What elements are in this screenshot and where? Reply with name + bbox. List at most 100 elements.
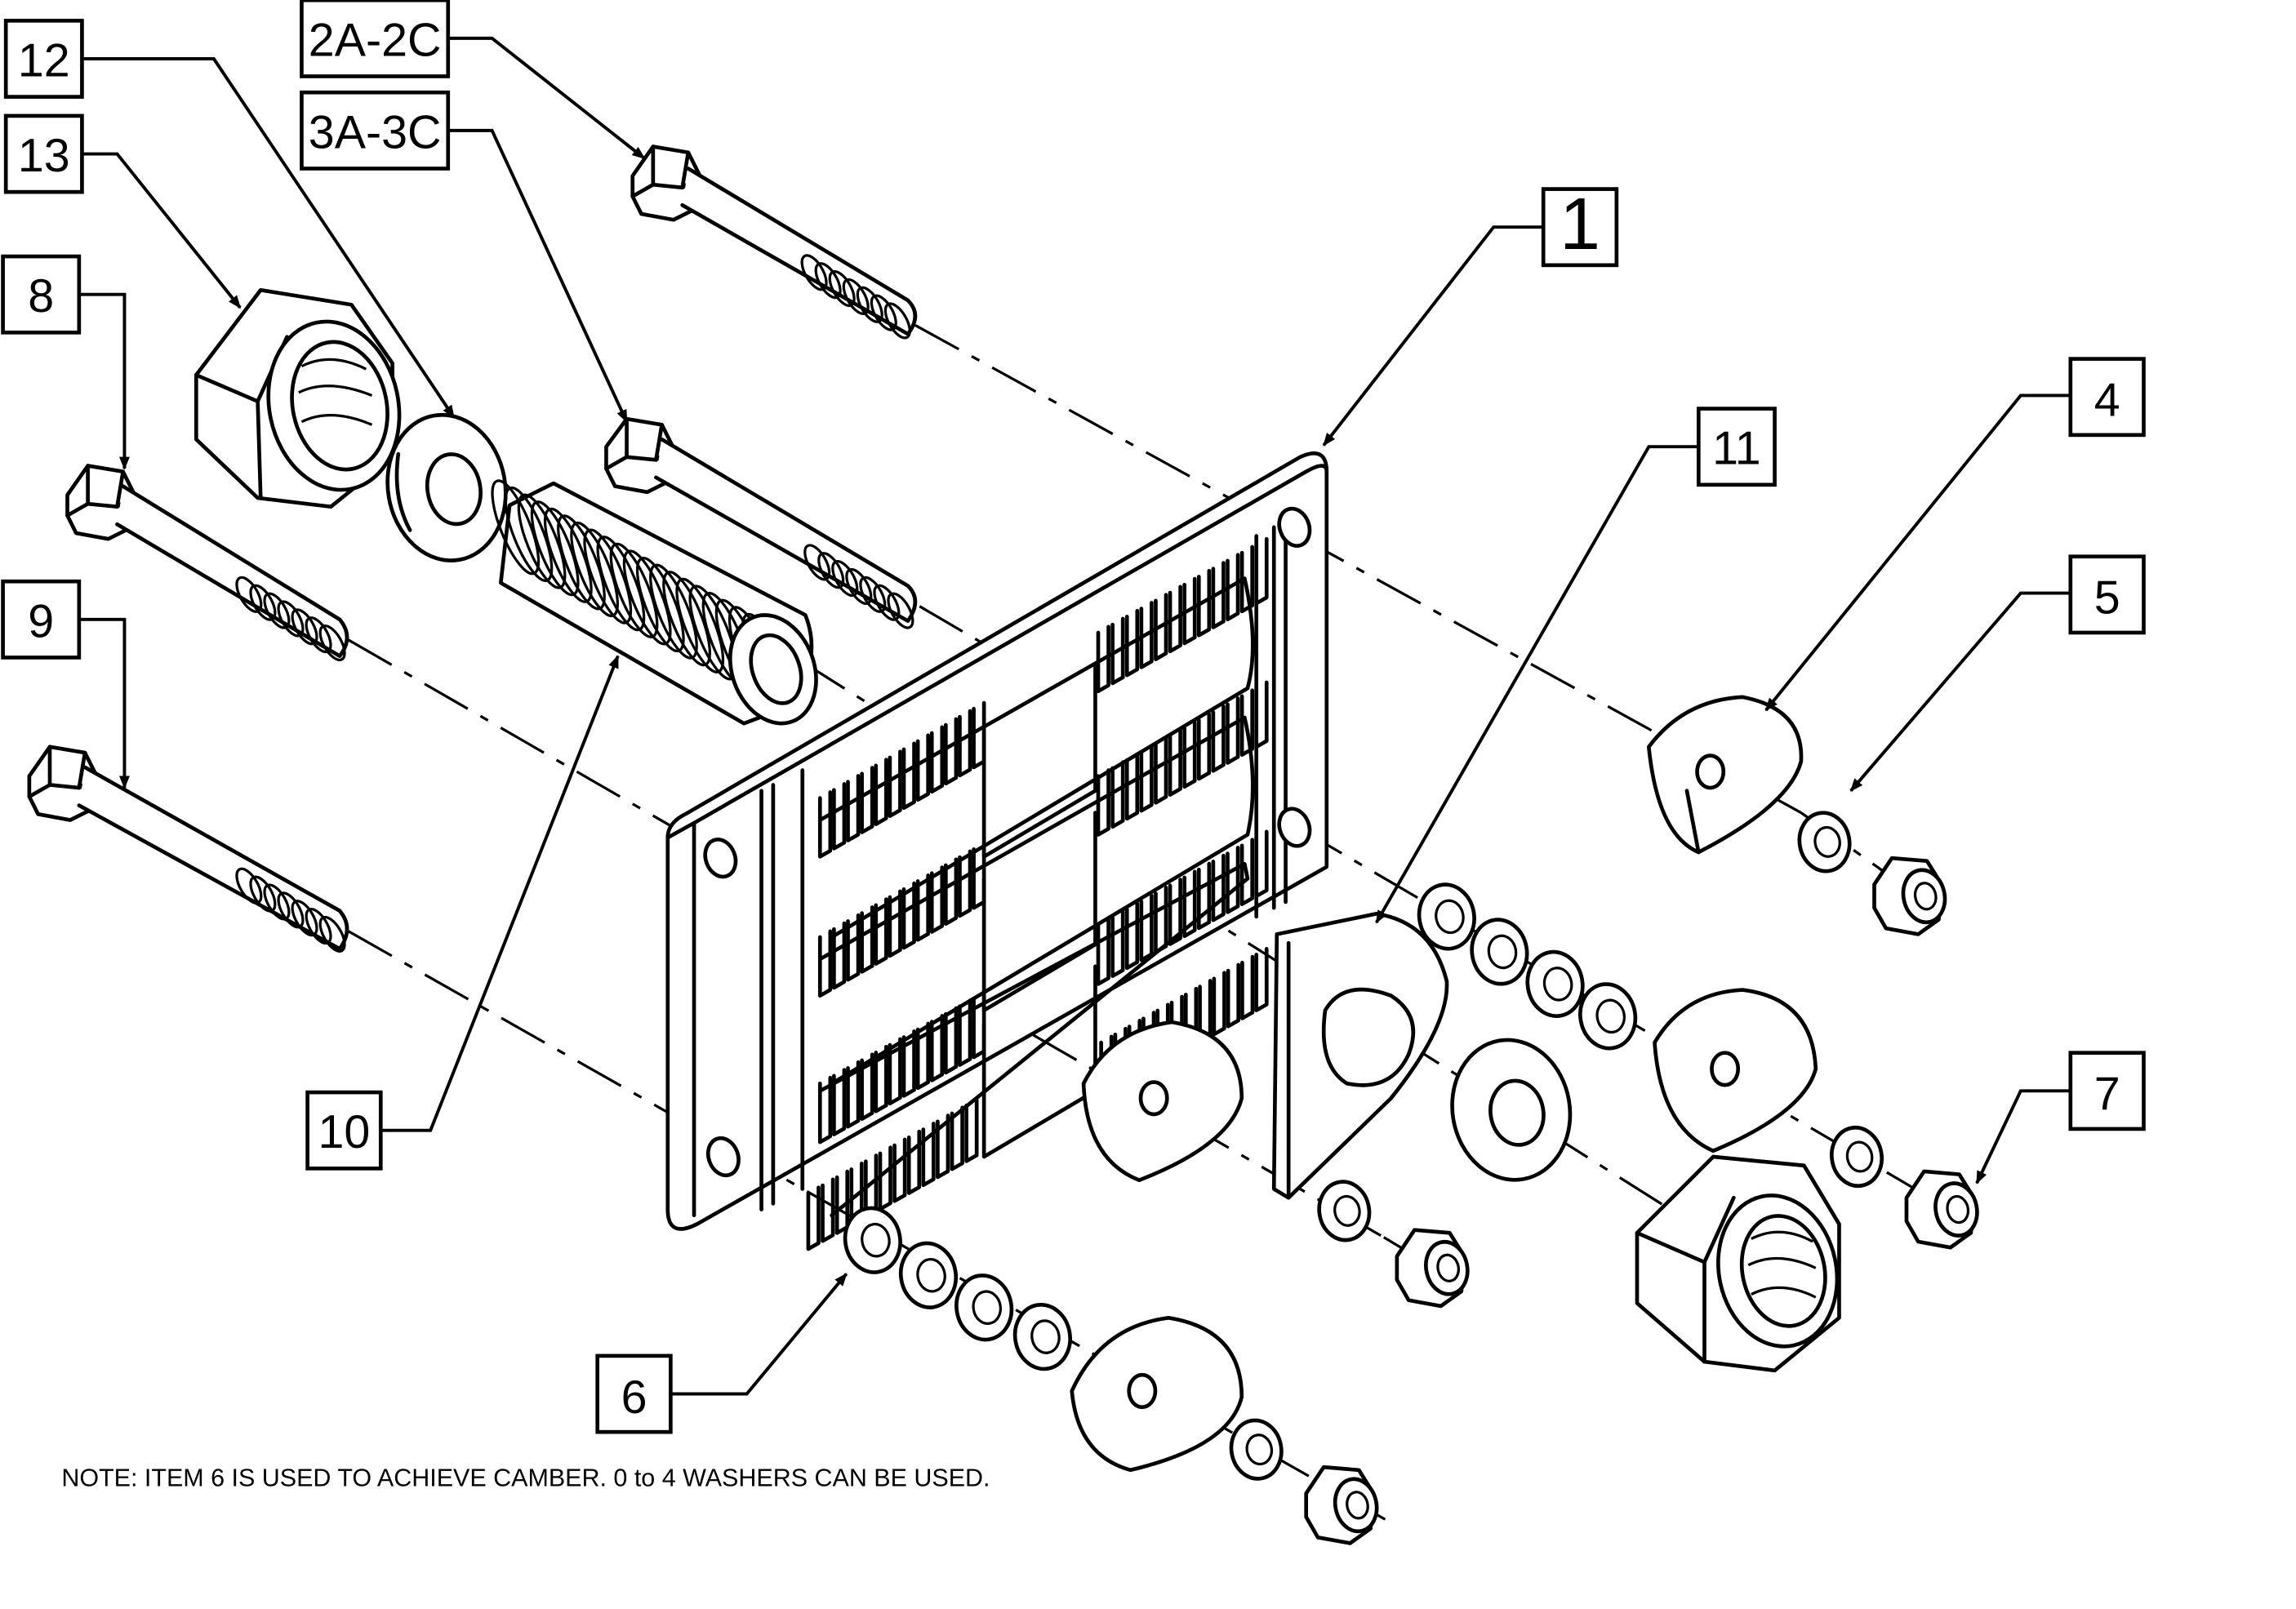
callout-13: 13 xyxy=(3,113,84,194)
serration-tooth xyxy=(846,913,861,982)
camber-cam-4 xyxy=(1647,695,1804,855)
serration-tooth xyxy=(1240,954,1255,1020)
callout-boxes: 1 2A-2C 3A-3C 4 5 6 7 8 xyxy=(1,0,2146,1434)
callout-7-label: 7 xyxy=(2094,1069,2120,1121)
serration-tooth xyxy=(1226,696,1240,765)
serration-tooth xyxy=(1182,869,1197,939)
serration-tooth xyxy=(832,1068,847,1136)
callout-11: 11 xyxy=(1696,407,1777,487)
serration-tooth xyxy=(817,790,833,859)
nyloc-insert xyxy=(1933,1181,1979,1238)
callout-9: 9 xyxy=(1,579,82,660)
bolt-thread xyxy=(235,576,346,662)
callout-1-label: 1 xyxy=(1560,184,1600,265)
serration-tooth xyxy=(832,782,847,851)
camber-washer-hole xyxy=(1813,825,1841,858)
camber-washer-hole xyxy=(916,1258,946,1293)
serration-tooth xyxy=(1110,909,1125,978)
camber-washer xyxy=(1012,1302,1072,1371)
camber-washer-stack-bottom xyxy=(843,1206,1072,1371)
serration-tooth xyxy=(874,758,888,826)
callout-13-label: 13 xyxy=(18,130,70,182)
serration-tooth xyxy=(915,873,930,942)
serration-tooth xyxy=(846,774,861,842)
serration-tooth xyxy=(1124,752,1140,821)
camber-note: NOTE: ITEM 6 IS USED TO ACHIEVE CAMBER. … xyxy=(61,1465,990,1492)
callout-7: 7 xyxy=(2068,1051,2146,1131)
serration-tooth xyxy=(892,1137,907,1203)
serration-tooth xyxy=(958,849,972,918)
bolt-thread xyxy=(800,254,911,340)
camber-washer xyxy=(1525,949,1585,1018)
serration-tooth xyxy=(1110,760,1125,829)
callout-11-label: 11 xyxy=(1712,423,1761,475)
serration-tooth xyxy=(972,990,986,1060)
camber-washer-hole xyxy=(1030,1319,1061,1354)
serration-tooth xyxy=(958,709,972,778)
serration-tooth xyxy=(950,1105,964,1171)
serration-tooth xyxy=(1196,861,1212,931)
callout-leaders xyxy=(78,36,2071,1396)
callout-3a-3c-label: 3A-3C xyxy=(309,106,442,158)
camber-washer-stack-right xyxy=(1417,882,1638,1051)
camber-washer xyxy=(843,1206,902,1274)
serration-tooth xyxy=(964,1097,979,1163)
callout-10-label: 10 xyxy=(318,1106,371,1158)
serration-tooth xyxy=(1154,736,1168,805)
serration-tooth xyxy=(888,1037,902,1106)
serration-tooth xyxy=(878,1145,892,1211)
callout-12: 12 xyxy=(3,19,84,99)
serration-tooth xyxy=(944,717,959,786)
thread-ring xyxy=(318,915,346,953)
callout-12-label: 12 xyxy=(18,34,70,87)
nyloc-bore xyxy=(1913,882,1938,911)
camber-washer xyxy=(1417,882,1476,951)
serration-tooth xyxy=(1226,846,1240,914)
serration-tooth xyxy=(1212,971,1226,1037)
serration-tooth xyxy=(846,1060,861,1129)
camber-washer xyxy=(954,1273,1014,1342)
serration-tooth xyxy=(806,1185,821,1251)
camber-washer xyxy=(1829,1125,1884,1189)
camber-washer-hole xyxy=(1333,1194,1361,1227)
thread-ring xyxy=(318,624,346,662)
serration-tooth xyxy=(874,1044,888,1113)
bolt-thread xyxy=(235,867,346,953)
serration-tooth xyxy=(901,881,916,950)
large-hex-nut-lower xyxy=(1635,1154,1841,1373)
serration-tooth xyxy=(1196,712,1212,781)
serration-teeth-middle xyxy=(817,680,1269,998)
bolt-2a-2c xyxy=(630,144,918,340)
serration-tooth xyxy=(915,733,930,802)
camber-washer xyxy=(1470,918,1529,986)
serration-tooth xyxy=(860,1052,874,1122)
serration-tooth xyxy=(936,1113,950,1180)
serration-tooth xyxy=(817,1075,833,1145)
camber-cam-middle-right xyxy=(1653,988,1818,1153)
large-hex-nut-13 xyxy=(194,287,402,509)
nyloc-insert xyxy=(1424,1239,1470,1296)
callout-2a-2c-label: 2A-2C xyxy=(309,14,442,66)
thread-ring xyxy=(887,592,914,629)
camber-washer xyxy=(1797,811,1852,873)
camber-washer xyxy=(1229,1418,1284,1481)
large-washer-lower xyxy=(1450,1038,1573,1182)
serration-tooth xyxy=(958,998,972,1067)
serration-tooth xyxy=(1168,728,1182,797)
callout-9-label: 9 xyxy=(28,595,54,647)
camber-cam-center xyxy=(1081,1020,1244,1183)
large-washer-12 xyxy=(385,412,508,562)
camber-washer-hole xyxy=(861,1222,891,1258)
camber-cam-bottom xyxy=(1070,1315,1244,1473)
serration-tooth xyxy=(817,929,833,998)
callout-10: 10 xyxy=(305,1090,383,1171)
serration-tooth xyxy=(929,865,945,934)
serration-tooth xyxy=(1139,744,1154,813)
serration-tooth xyxy=(1254,947,1269,1012)
serration-tooth xyxy=(888,749,902,818)
camber-washer-hole xyxy=(1435,899,1465,935)
serration-tooth xyxy=(1124,901,1140,971)
serration-tooth xyxy=(1226,962,1241,1029)
callout-6: 6 xyxy=(595,1353,673,1434)
